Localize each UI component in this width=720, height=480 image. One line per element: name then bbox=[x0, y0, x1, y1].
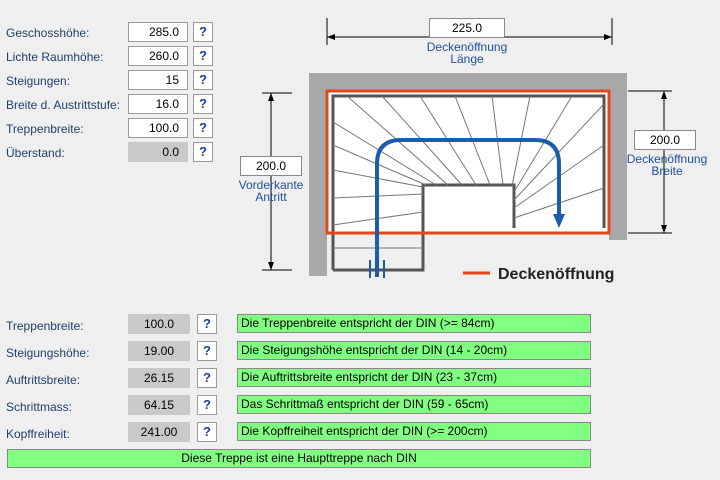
lichte-raumhoehe-input[interactable]: 260.0 bbox=[128, 46, 188, 66]
result-value-auftrittsbreite: 26.15 bbox=[128, 368, 190, 388]
front-edge-value: 200.0 bbox=[240, 156, 302, 176]
label-treppenbreite-input: Treppenbreite: bbox=[6, 122, 84, 136]
label-steigungen: Steigungen: bbox=[6, 74, 71, 88]
result-message-steigungshoehe: Die Steigungshöhe entspricht der DIN (14… bbox=[237, 341, 591, 360]
geschosshoehe-input[interactable]: 285.0 bbox=[128, 22, 188, 42]
final-verdict-message: Diese Treppe ist eine Haupttreppe nach D… bbox=[7, 449, 591, 468]
result-message-kopffreiheit: Die Kopffreiheit entspricht der DIN (>= … bbox=[237, 422, 591, 441]
help-result-steigungshoehe-button[interactable]: ? bbox=[197, 341, 217, 361]
steigungen-input[interactable]: 15 bbox=[128, 70, 188, 90]
result-label-treppenbreite: Treppenbreite: bbox=[6, 319, 84, 333]
help-result-treppenbreite-button[interactable]: ? bbox=[197, 314, 217, 334]
austrittstufe-input[interactable]: 16.0 bbox=[128, 94, 188, 114]
result-value-kopffreiheit: 241.00 bbox=[128, 422, 190, 442]
result-message-treppenbreite: Die Treppenbreite entspricht der DIN (>=… bbox=[237, 314, 591, 333]
front-edge-label: Vorderkante Antritt bbox=[238, 178, 304, 204]
help-result-schrittmass-button[interactable]: ? bbox=[197, 395, 217, 415]
help-geschosshoehe-button[interactable]: ? bbox=[193, 22, 213, 42]
result-message-schrittmass: Das Schrittmaß entspricht der DIN (59 - … bbox=[237, 395, 591, 414]
opening-width-value: 200.0 bbox=[634, 130, 696, 150]
result-message-auftrittsbreite: Die Auftrittsbreite entspricht der DIN (… bbox=[237, 368, 591, 387]
help-lichte-raumhoehe-button[interactable]: ? bbox=[193, 46, 213, 66]
opening-width-label: Deckenöffnung Breite bbox=[626, 152, 708, 178]
ueberstand-field: 0.0 bbox=[128, 142, 188, 162]
walking-line-arrow bbox=[375, 138, 561, 277]
label-ueberstand: Überstand: bbox=[6, 146, 65, 160]
opening-length-label: Deckenöffnung Länge bbox=[426, 40, 508, 66]
label-geschosshoehe: Geschosshöhe: bbox=[6, 26, 90, 40]
result-value-steigungshoehe: 19.00 bbox=[128, 341, 190, 361]
result-label-kopffreiheit: Kopffreiheit: bbox=[6, 427, 70, 441]
help-steigungen-button[interactable]: ? bbox=[193, 70, 213, 90]
opening-length-value: 225.0 bbox=[429, 18, 505, 38]
label-austrittstufe: Breite d. Austrittstufe: bbox=[6, 98, 121, 112]
help-result-auftrittsbreite-button[interactable]: ? bbox=[197, 368, 217, 388]
result-label-schrittmass: Schrittmass: bbox=[6, 400, 73, 414]
help-austrittstufe-button[interactable]: ? bbox=[193, 94, 213, 114]
label-lichte-raumhoehe: Lichte Raumhöhe: bbox=[6, 50, 104, 64]
help-ueberstand-button[interactable]: ? bbox=[193, 142, 213, 162]
result-value-treppenbreite: 100.0 bbox=[128, 314, 190, 334]
result-label-auftrittsbreite: Auftrittsbreite: bbox=[6, 373, 81, 387]
help-treppenbreite-input-button[interactable]: ? bbox=[193, 118, 213, 138]
help-result-kopffreiheit-button[interactable]: ? bbox=[197, 422, 217, 442]
deckenoeffnung-outline bbox=[325, 89, 611, 235]
treppenbreite-input[interactable]: 100.0 bbox=[128, 118, 188, 138]
stair-diagram: Deckenöffnung bbox=[262, 18, 672, 283]
result-value-schrittmass: 64.15 bbox=[128, 395, 190, 415]
result-label-steigungshoehe: Steigungshöhe: bbox=[6, 346, 90, 360]
legend-label: Deckenöffnung bbox=[498, 266, 614, 283]
